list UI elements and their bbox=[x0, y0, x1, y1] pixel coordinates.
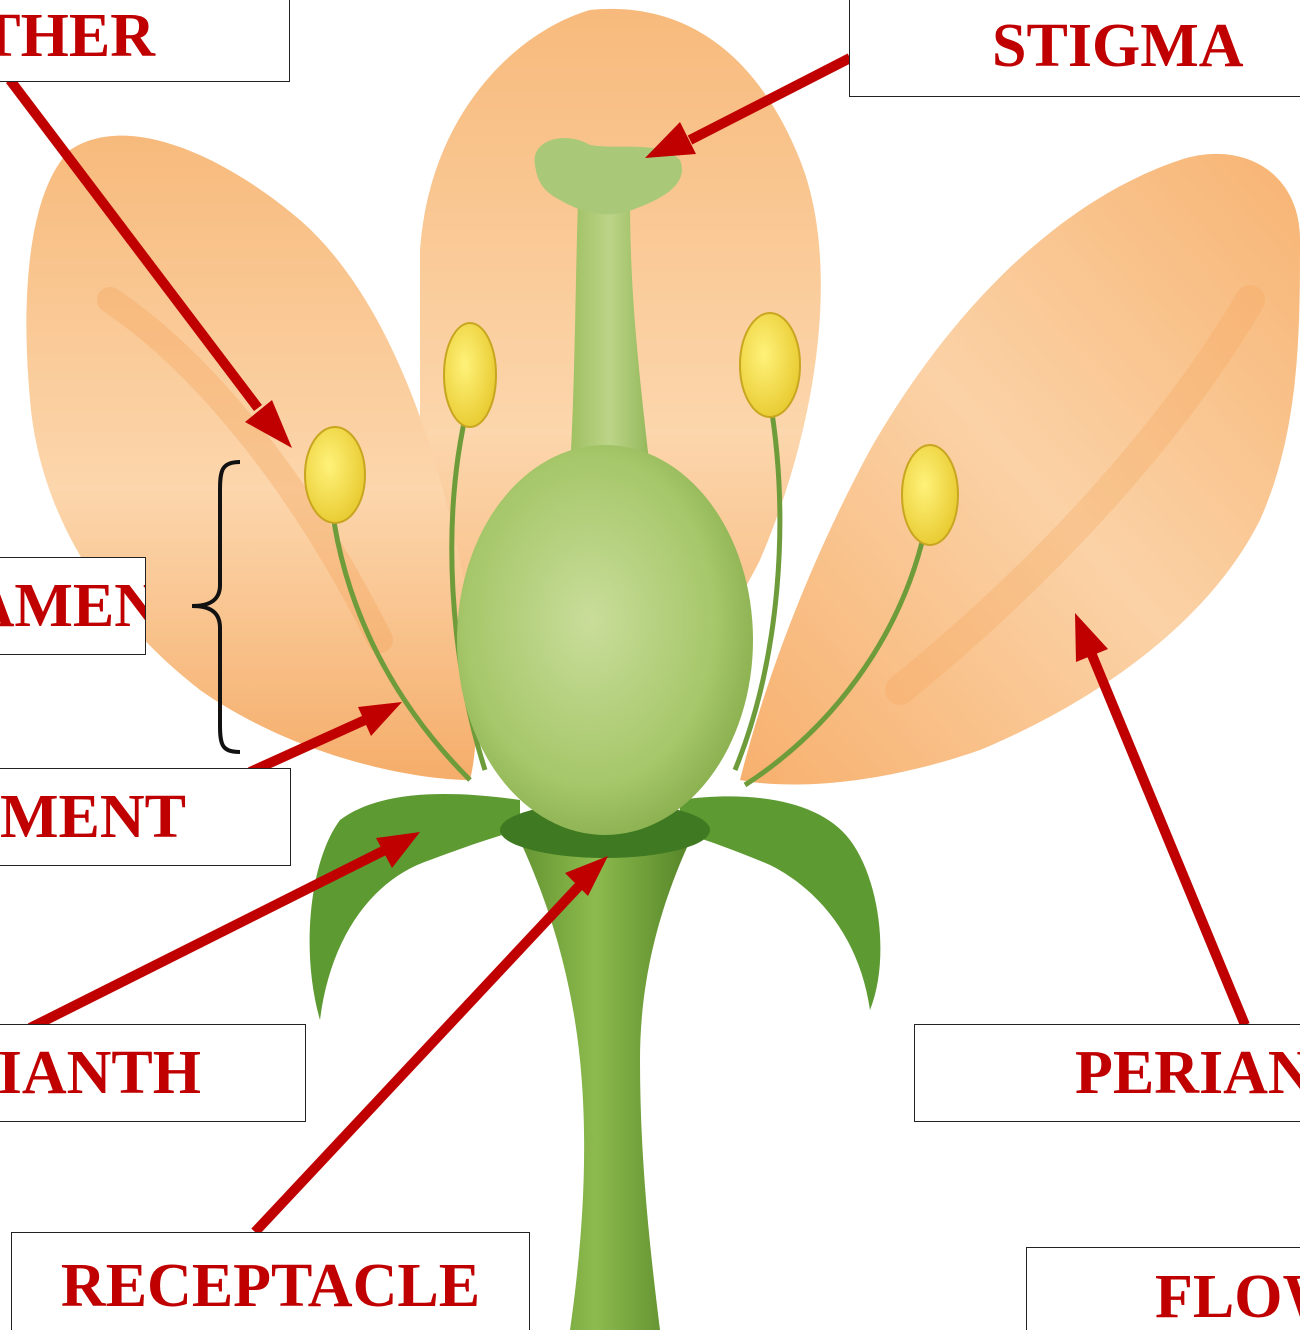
label-receptacle: RECEPTACLE bbox=[11, 1232, 530, 1330]
label-anther: ANTHER bbox=[0, 0, 290, 82]
petal-left bbox=[26, 136, 476, 780]
anther-1 bbox=[305, 427, 365, 523]
label-flower-text: FLOWER bbox=[1155, 1266, 1300, 1328]
label-flower: FLOWER bbox=[1026, 1247, 1300, 1330]
label-stamen: STAMEN bbox=[0, 557, 146, 655]
label-filament: FILAMENT bbox=[0, 768, 291, 866]
anther-3 bbox=[740, 313, 800, 417]
label-stamen-text: STAMEN bbox=[0, 575, 146, 637]
label-perianth-right: PERIANTH bbox=[914, 1024, 1300, 1122]
label-receptacle-text: RECEPTACLE bbox=[12, 1255, 529, 1317]
label-filament-text: FILAMENT bbox=[0, 786, 186, 848]
label-anther-text: ANTHER bbox=[0, 5, 155, 67]
label-perianth-left-text: PERIANTH bbox=[0, 1042, 201, 1104]
arrow-perianth-right bbox=[1092, 655, 1245, 1025]
label-stigma-text: STIGMA bbox=[992, 15, 1243, 77]
label-stigma: STIGMA bbox=[849, 0, 1300, 97]
label-perianth-right-text: PERIANTH bbox=[1075, 1042, 1300, 1104]
label-perianth-left: PERIANTH bbox=[0, 1024, 306, 1122]
anther-4 bbox=[902, 445, 958, 545]
petal-right bbox=[740, 154, 1300, 785]
stalk bbox=[510, 820, 700, 1330]
anther-2 bbox=[444, 323, 496, 427]
sepal-right bbox=[680, 796, 880, 1010]
ovary bbox=[457, 445, 753, 835]
